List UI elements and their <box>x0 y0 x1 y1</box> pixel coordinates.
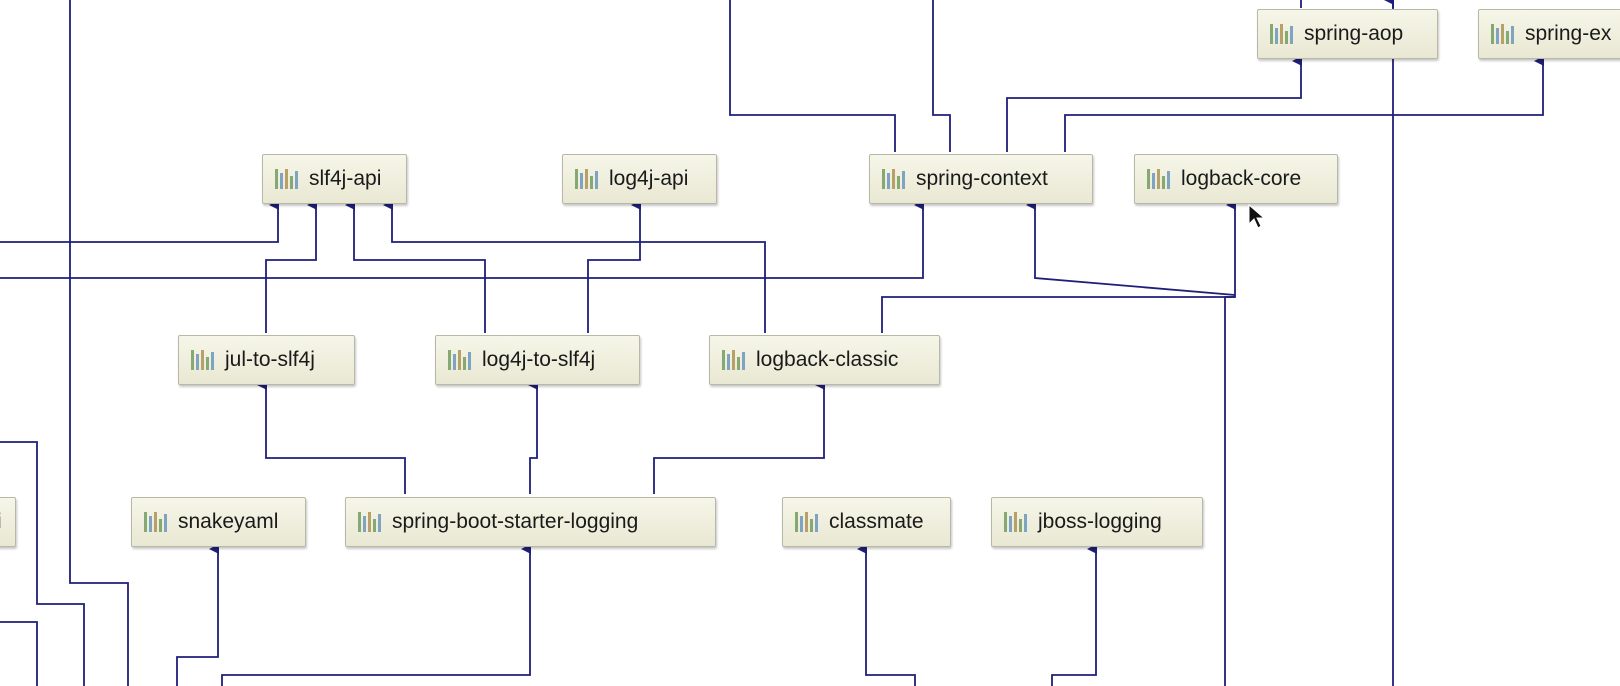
library-icon <box>1147 169 1173 189</box>
library-icon <box>275 169 301 189</box>
edge-line <box>1006 56 1302 152</box>
node-spring-ex[interactable]: spring-ex <box>1478 9 1620 59</box>
mouse-cursor-icon <box>1248 204 1266 229</box>
node-jboss-logging[interactable]: jboss-logging <box>991 497 1203 547</box>
node-label: i <box>0 510 2 534</box>
node-slf4j-api[interactable]: slf4j-api <box>262 154 407 204</box>
edge-line <box>653 380 825 494</box>
node-label: logback-core <box>1181 167 1302 190</box>
node-label: classmate <box>829 510 924 533</box>
edge-line <box>1051 544 1097 686</box>
node-spring-aop[interactable]: spring-aop <box>1257 9 1438 59</box>
node-spring-context[interactable]: spring-context <box>869 154 1093 204</box>
library-icon <box>144 512 170 532</box>
node-log4j-api[interactable]: log4j-api <box>562 154 717 204</box>
edge-line <box>729 0 896 152</box>
node-log4j-to-slf4j[interactable]: log4j-to-slf4j <box>435 335 640 385</box>
edge-line <box>528 380 538 494</box>
edge-line <box>176 544 219 686</box>
node-label: log4j-api <box>609 167 689 190</box>
node-label: spring-boot-starter-logging <box>392 510 639 533</box>
edge-line <box>257 380 406 494</box>
node-logback-core[interactable]: logback-core <box>1134 154 1338 204</box>
edge-line <box>265 200 317 333</box>
edge-line <box>0 200 279 243</box>
library-icon <box>1004 512 1030 532</box>
library-icon <box>795 512 821 532</box>
node-label: spring-aop <box>1304 22 1404 45</box>
library-icon <box>358 512 384 532</box>
node-jul-to-slf4j[interactable]: jul-to-slf4j <box>178 335 355 385</box>
edge-line <box>0 200 924 279</box>
edge-line <box>383 200 766 333</box>
node-spring-boot-starter-logging[interactable]: spring-boot-starter-logging <box>345 497 716 547</box>
edge-line <box>881 296 1235 333</box>
edge-line <box>221 544 531 686</box>
edge-line <box>69 0 129 686</box>
edge-line <box>587 200 641 333</box>
library-icon <box>191 350 217 370</box>
library-icon <box>882 169 908 189</box>
node-classmate[interactable]: classmate <box>782 497 951 547</box>
node-label: slf4j-api <box>309 167 382 190</box>
library-icon <box>1491 24 1517 44</box>
library-icon <box>448 350 474 370</box>
node-label: snakeyaml <box>178 510 279 533</box>
edge-line <box>345 200 486 333</box>
node-partial-left[interactable]: i <box>0 497 16 547</box>
edge-line <box>1064 56 1544 152</box>
edge-line <box>0 441 85 686</box>
node-label: spring-ex <box>1525 22 1612 45</box>
node-logback-classic[interactable]: logback-classic <box>709 335 940 385</box>
edge-line <box>932 0 951 152</box>
node-label: jul-to-slf4j <box>225 348 315 371</box>
node-label: log4j-to-slf4j <box>482 348 596 371</box>
library-icon <box>575 169 601 189</box>
node-snakeyaml[interactable]: snakeyaml <box>131 497 306 547</box>
edge-line <box>857 544 916 686</box>
edge-line <box>1224 200 1236 686</box>
edge-line <box>1026 200 1236 296</box>
node-label: spring-context <box>916 167 1048 190</box>
library-icon <box>722 350 748 370</box>
node-label: jboss-logging <box>1038 510 1162 533</box>
library-icon <box>1270 24 1296 44</box>
node-label: logback-classic <box>756 348 899 371</box>
edge-line <box>0 621 38 686</box>
